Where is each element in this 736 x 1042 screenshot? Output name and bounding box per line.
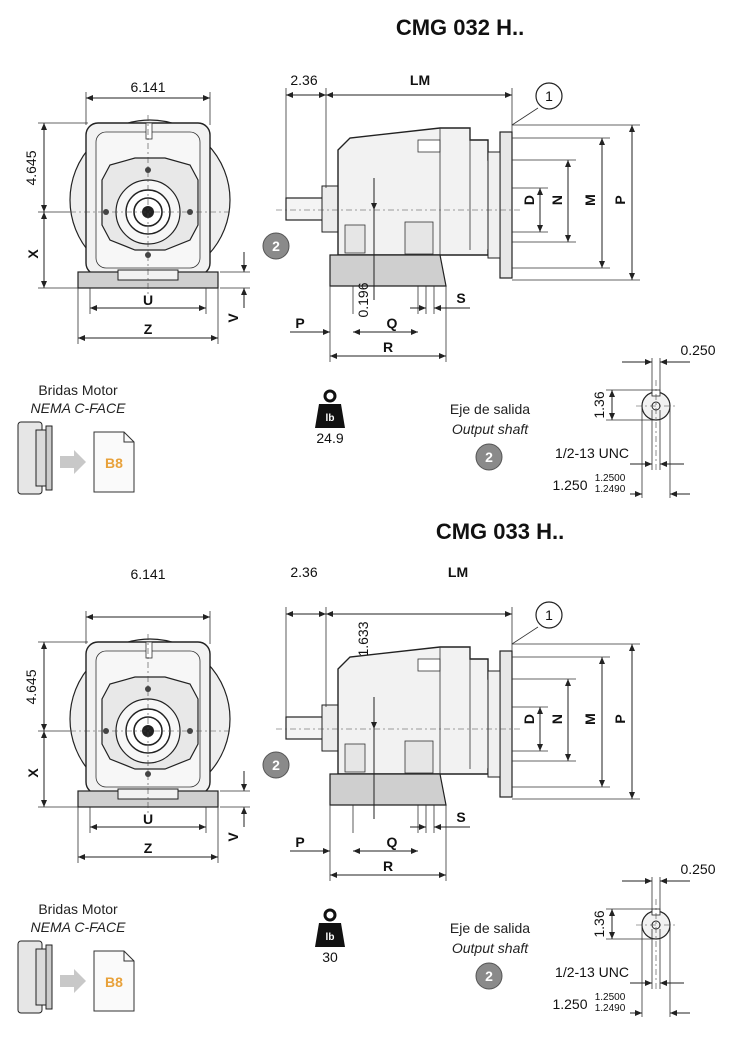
output-label-en: Output shaft — [452, 940, 529, 956]
output-label: Eje de salida — [450, 920, 530, 936]
dim-width: 6.141 — [130, 566, 165, 582]
tol-high: 1.2500 — [595, 992, 626, 1003]
dim-d: D — [521, 714, 537, 724]
dim-width: 6.141 — [130, 79, 165, 95]
dim-s: S — [456, 290, 465, 306]
dim-n: N — [549, 195, 565, 205]
weight-unit: lb — [326, 932, 335, 943]
dim-key: 0.250 — [680, 342, 715, 358]
doc-code: B8 — [105, 455, 123, 471]
dim-v: V — [225, 313, 241, 323]
badge-2: 2 — [272, 757, 280, 773]
dim-u: U — [143, 811, 153, 827]
block-cmg-032: CMG 032 H.. 6.141 4.645 X U Z V 2.36 LM … — [18, 15, 716, 498]
dim-p-right: P — [612, 714, 628, 723]
dim-z: Z — [144, 840, 153, 856]
dim-offset: 1.633 — [355, 621, 371, 656]
dim-lm: LM — [448, 564, 468, 580]
dim-x: X — [25, 768, 41, 778]
flange-standard: NEMA C-FACE — [31, 919, 127, 935]
weight-value: 30 — [322, 949, 338, 965]
dim-r: R — [383, 339, 393, 355]
dim-n: N — [549, 714, 565, 724]
dim-diameter: 1.250 — [552, 477, 587, 493]
dim-x: X — [25, 249, 41, 259]
dim-q: Q — [387, 834, 398, 850]
dim-height: 4.645 — [23, 150, 39, 185]
dim-lm: LM — [410, 72, 430, 88]
dim-p: P — [295, 834, 304, 850]
dim-thread: 1/2-13 UNC — [555, 445, 629, 461]
output-label: Eje de salida — [450, 401, 530, 417]
dim-q: Q — [387, 315, 398, 331]
dim-v: V — [225, 832, 241, 842]
block-title: CMG 032 H.. — [396, 15, 524, 40]
dim-thread: 1/2-13 UNC — [555, 964, 629, 980]
tol-low: 1.2490 — [595, 484, 626, 495]
output-badge-2: 2 — [485, 449, 493, 465]
output-label-en: Output shaft — [452, 421, 529, 437]
block-cmg-033: CMG 033 H.. 6.141 4.645 X U Z V 2.36 LM … — [18, 519, 716, 1017]
flange-label: Bridas Motor — [38, 901, 118, 917]
weight-value: 24.9 — [316, 430, 343, 446]
badge-2: 2 — [272, 238, 280, 254]
dim-r: R — [383, 858, 393, 874]
dim-p: P — [295, 315, 304, 331]
dim-shaft-length: 2.36 — [290, 72, 317, 88]
block-title: CMG 033 H.. — [436, 519, 564, 544]
flange-label: Bridas Motor — [38, 382, 118, 398]
callout-1: 1 — [545, 607, 553, 623]
dim-s: S — [456, 809, 465, 825]
dim-key-height: 1.36 — [591, 391, 607, 418]
dim-key-height: 1.36 — [591, 910, 607, 937]
dim-height: 4.645 — [23, 669, 39, 704]
tol-low: 1.2490 — [595, 1003, 626, 1014]
dim-z: Z — [144, 321, 153, 337]
dim-m: M — [582, 194, 598, 206]
dim-offset: 0.196 — [355, 282, 371, 317]
flange-standard: NEMA C-FACE — [31, 400, 127, 416]
dim-d: D — [521, 195, 537, 205]
doc-code: B8 — [105, 974, 123, 990]
dim-key: 0.250 — [680, 861, 715, 877]
dim-p-right: P — [612, 195, 628, 204]
tol-high: 1.2500 — [595, 473, 626, 484]
output-badge-2: 2 — [485, 968, 493, 984]
callout-1: 1 — [545, 88, 553, 104]
dim-u: U — [143, 292, 153, 308]
dim-diameter: 1.250 — [552, 996, 587, 1012]
dim-m: M — [582, 713, 598, 725]
dim-shaft-length: 2.36 — [290, 564, 317, 580]
weight-unit: lb — [326, 413, 335, 424]
